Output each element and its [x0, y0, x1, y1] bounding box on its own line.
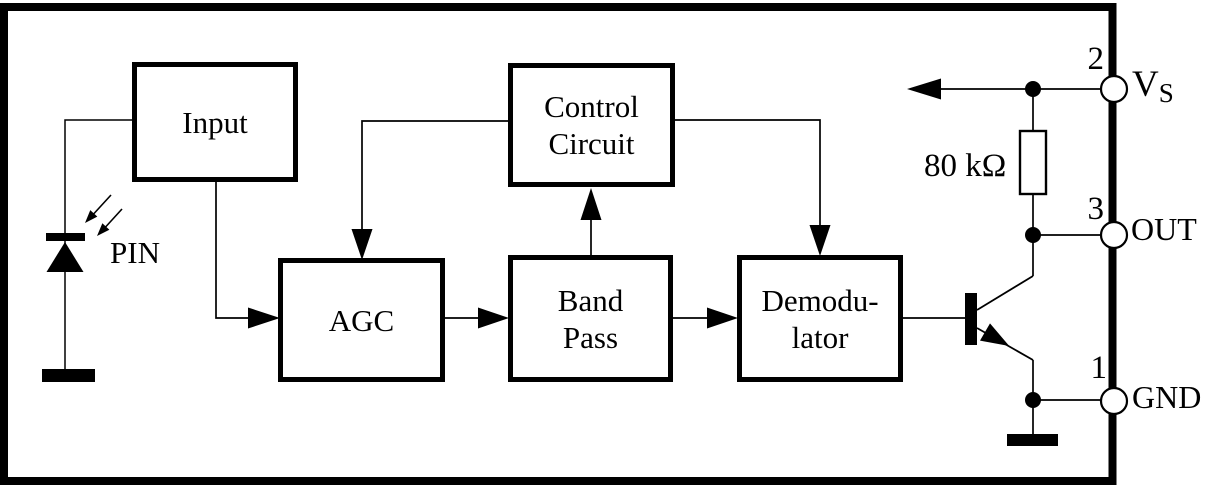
pin-number-gnd: 1: [1090, 350, 1108, 386]
pin-number-out: 3: [1087, 191, 1105, 227]
arrowhead-into-demodulator: [707, 307, 738, 329]
block-control-label-line2: Circuit: [548, 126, 635, 161]
block-band-pass: Band Pass: [508, 255, 673, 382]
light-ray-arrows-icon: [85, 194, 123, 236]
npn-transistor-icon: [965, 275, 1034, 361]
resistor-value-label: 80 kΩ: [924, 148, 1007, 184]
block-control-label-line1: Control: [544, 89, 639, 124]
pin-label-gnd: GND: [1132, 379, 1202, 415]
arrowhead-into-demodulator-top: [809, 225, 831, 256]
arrowhead-supply-left: [907, 78, 941, 100]
junction-dot-out: [1025, 227, 1041, 243]
block-input: Input: [132, 62, 298, 182]
photodiode-label: PIN: [110, 235, 160, 270]
pin-label-vs-main: V: [1132, 64, 1159, 105]
resistor-icon: [1018, 129, 1048, 196]
arrowhead-into-agc-top: [351, 229, 373, 260]
arrowhead-into-control-bottom: [580, 188, 602, 220]
wire-control-to-agc: [361, 120, 508, 230]
ground-symbol-icon: [1007, 434, 1058, 446]
junction-dot-vs: [1025, 81, 1041, 97]
photodiode-cathode-bar: [46, 233, 85, 241]
photodiode-anode-bar: [42, 369, 95, 382]
photodiode-triangle: [46, 242, 84, 272]
block-bandpass-label-line2: Pass: [562, 319, 619, 355]
pin-terminal-out: [1099, 220, 1129, 250]
block-control-circuit: Control Circuit: [508, 63, 675, 187]
pin-label-vs-subscript: S: [1158, 78, 1174, 108]
transistor-base-bar: [965, 293, 977, 345]
block-bandpass-label-line1: Band: [557, 282, 624, 318]
block-demodulator: Demodu- lator: [737, 255, 903, 382]
arrowhead-into-bandpass: [478, 307, 509, 329]
transistor-emitter-arrowhead: [980, 323, 1010, 346]
pin-terminal-vs: [1099, 74, 1129, 104]
transistor-collector-line: [976, 275, 1034, 311]
wire-input-to-photodiode: [64, 119, 132, 370]
junction-dot-gnd: [1025, 392, 1041, 408]
wire-control-to-demodulator: [675, 119, 821, 226]
block-demodulator-label-line1: Demodu-: [761, 282, 879, 318]
block-agc-label: AGC: [328, 302, 395, 338]
pin-photodiode-icon: [42, 194, 123, 382]
block-demodulator-label-line2: lator: [791, 319, 849, 355]
pin-label-vs: VS: [1132, 64, 1174, 108]
arrowhead-into-agc: [248, 307, 280, 329]
pin-label-out: OUT: [1131, 211, 1197, 247]
block-agc: AGC: [278, 258, 445, 382]
pin-number-vs: 2: [1087, 41, 1105, 77]
block-input-label: Input: [182, 104, 248, 140]
pin-terminal-gnd: [1099, 386, 1129, 416]
wire-input-to-agc: [215, 182, 248, 319]
